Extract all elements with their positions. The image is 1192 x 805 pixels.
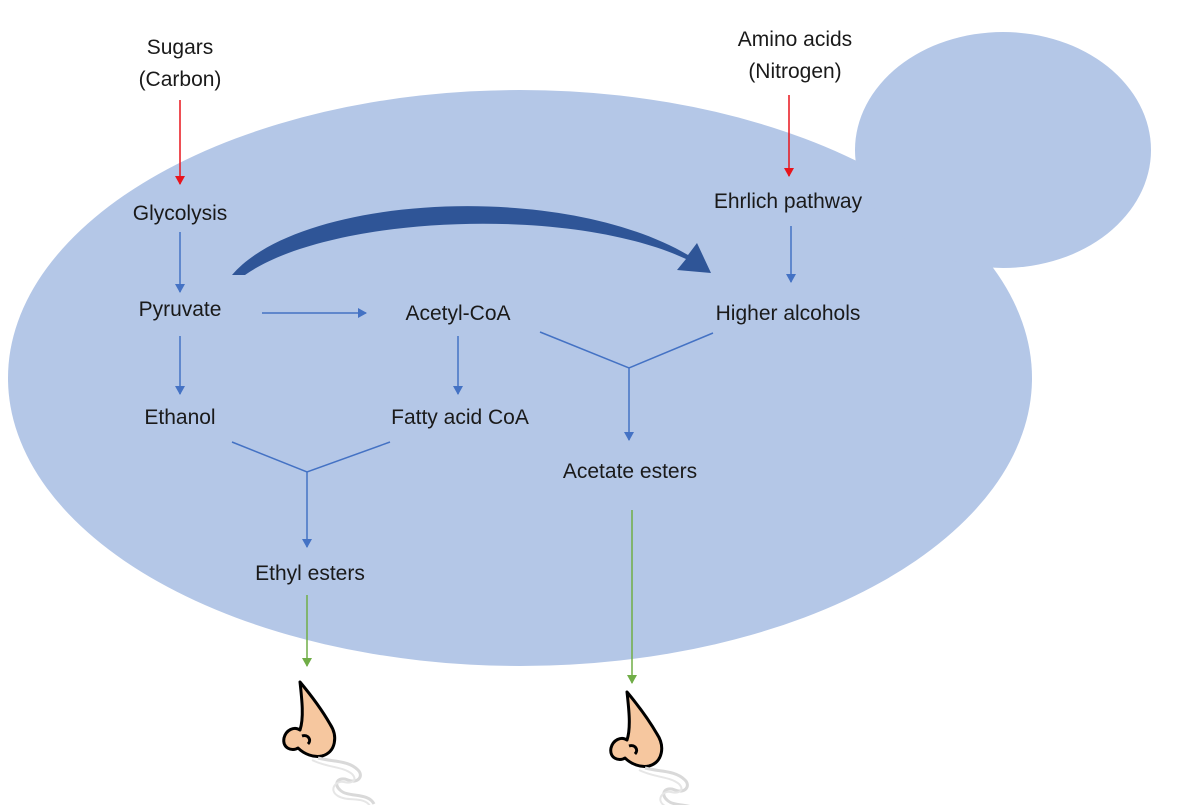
yeast-cell-bud <box>855 32 1151 268</box>
acetyl-coa-node: Acetyl-CoA <box>378 298 538 330</box>
glycolysis-node: Glycolysis <box>100 198 260 230</box>
nose-icon <box>284 682 374 805</box>
nose-icon <box>611 692 701 805</box>
higher-alcohols-node: Higher alcohols <box>683 298 893 330</box>
acetate-esters-node: Acetate esters <box>530 456 730 488</box>
pyruvate-node: Pyruvate <box>110 294 250 326</box>
amino-acids-label-line2: (Nitrogen) <box>720 56 870 88</box>
ehrlich-pathway-node: Ehrlich pathway <box>683 186 893 218</box>
amino-acids-label: Amino acids (Nitrogen) <box>720 24 870 88</box>
sugars-label-line2: (Carbon) <box>120 64 240 96</box>
ethyl-esters-node: Ethyl esters <box>220 558 400 590</box>
sugars-label: Sugars (Carbon) <box>120 32 240 96</box>
ethanol-node: Ethanol <box>110 402 250 434</box>
sugars-label-line1: Sugars <box>120 32 240 64</box>
amino-acids-label-line1: Amino acids <box>720 24 870 56</box>
fatty-acid-coa-node: Fatty acid CoA <box>365 402 555 434</box>
